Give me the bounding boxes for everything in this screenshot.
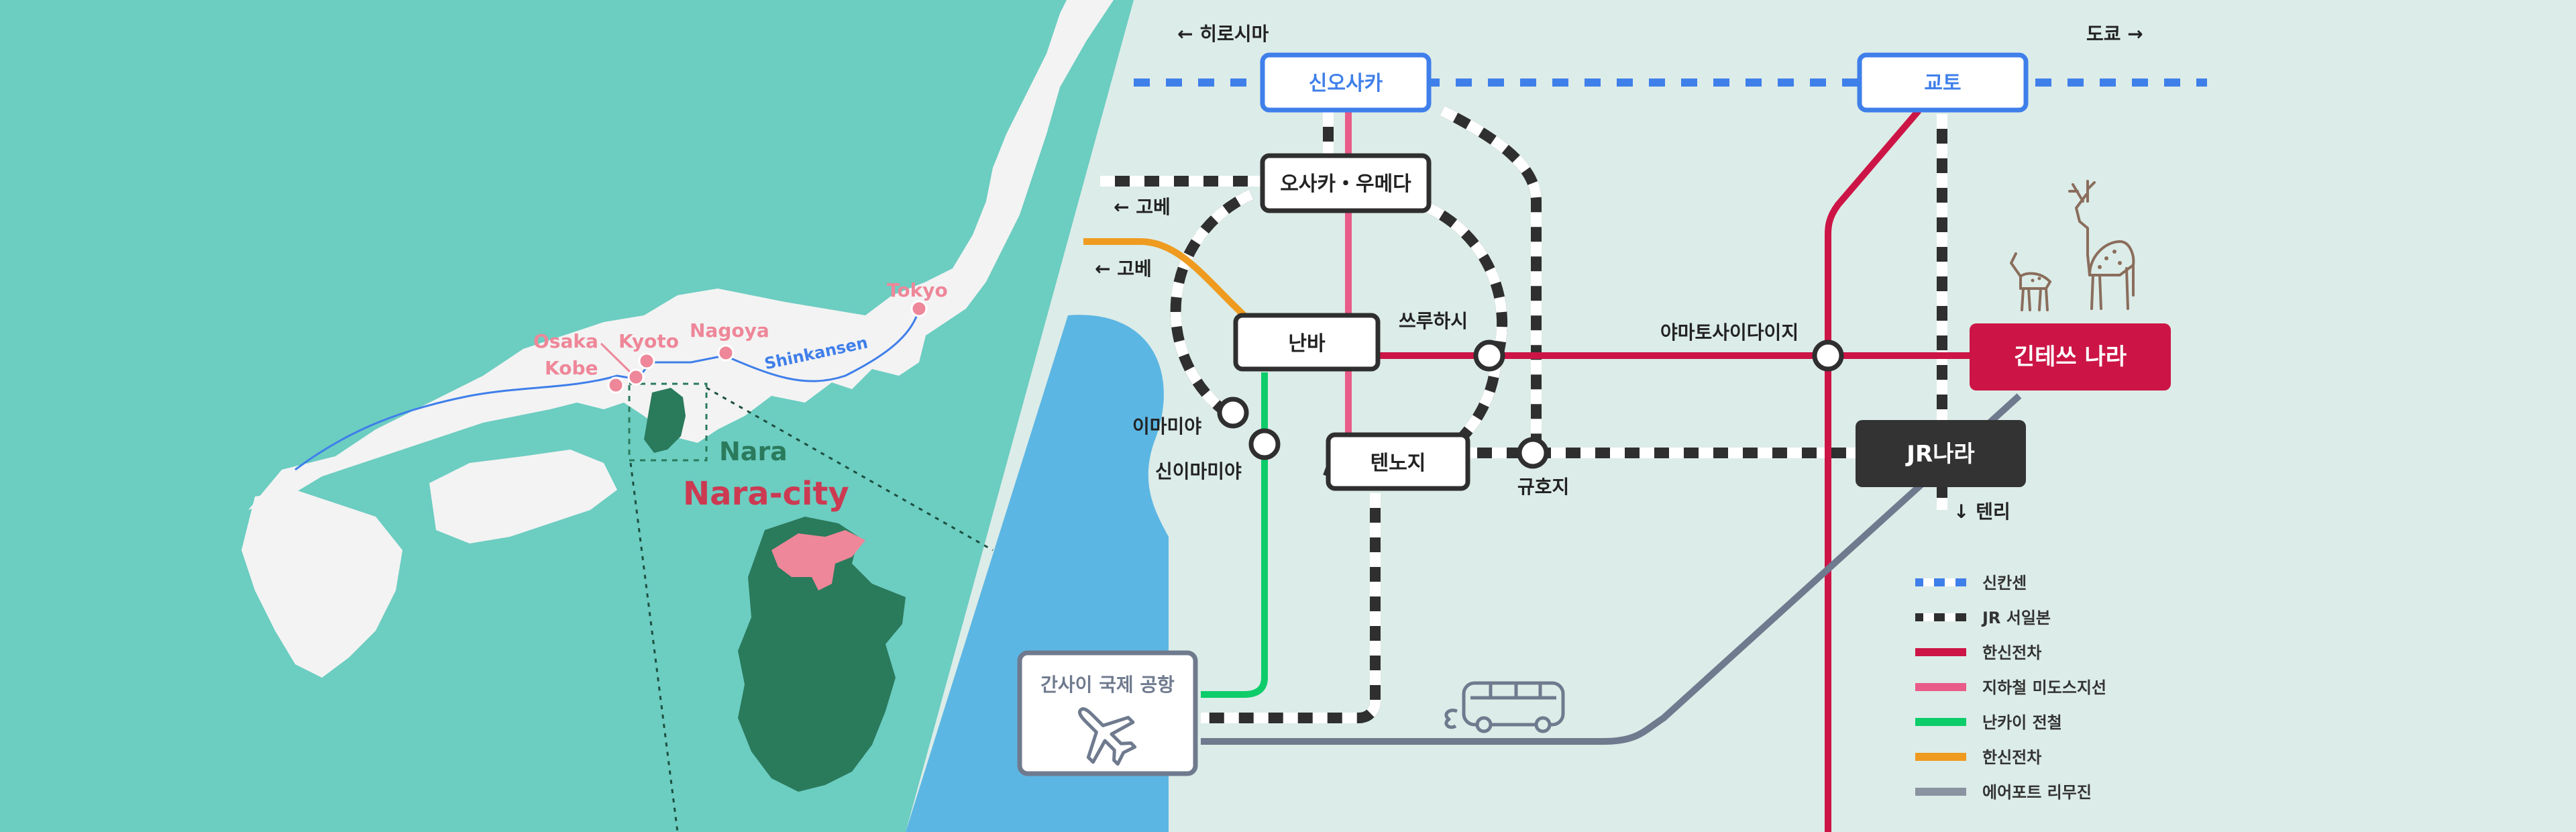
shikoku-landmass	[429, 450, 617, 543]
line-nankai	[1201, 372, 1268, 698]
legend-item: 에어포트 리무진	[1915, 783, 2092, 802]
airplane-icon	[1078, 707, 1137, 766]
city-label-tokyo: Tokyo	[887, 279, 948, 301]
city-label-kobe: Kobe	[545, 357, 598, 379]
label-yamato-saidaiji: 야마토사이다이지	[1660, 321, 1799, 344]
label-tsuruhashi: 쓰루하시	[1399, 310, 1468, 332]
station-boxes	[1017, 52, 2171, 776]
prefecture-label: Nara	[719, 437, 788, 466]
station-airport: 간사이 국제 공항	[1040, 674, 1175, 696]
callout-line-bottom	[629, 462, 679, 832]
line-airport-limousine	[1201, 393, 2022, 745]
station-namba-box	[1233, 313, 1381, 372]
station-shin-osaka-box	[1260, 52, 1432, 113]
direction-tokyo: 도쿄 →	[2086, 23, 2143, 45]
station-osaka-umeda-box	[1260, 153, 1432, 213]
legend-label: 한신전차	[1982, 643, 2041, 662]
city-dot-osaka	[627, 368, 645, 386]
station-kintetsu-nara: 긴테쓰 나라	[2014, 344, 2127, 370]
legend-label: 지하철 미도스지선	[1982, 678, 2106, 697]
city-label-kyoto: Kyoto	[619, 330, 679, 352]
station-airport-box	[1017, 650, 1198, 776]
city-label-nara: Nara-city	[683, 475, 849, 513]
legend-item: 한신전차	[1915, 643, 2041, 662]
node-yamato-saidaiji	[1812, 340, 1844, 372]
kyushu-landmass	[241, 490, 402, 678]
city-dots	[600, 300, 928, 394]
legend-item: 난카이 전철	[1915, 713, 2062, 732]
city-dot-tokyo	[910, 300, 928, 317]
city-dot-kobe	[607, 376, 625, 394]
node-imamiya	[1217, 397, 1249, 429]
overview-map: Osaka Kobe Kyoto Nagoya Tokyo Shinkansen…	[0, 0, 1134, 832]
label-imamiya: 이마미야	[1132, 415, 1201, 437]
legend-item: 지하철 미도스지선	[1915, 678, 2106, 697]
city-label-nagoya: Nagoya	[690, 319, 769, 342]
direction-kobe-2: ← 고베	[1095, 258, 1152, 280]
station-tennoji: 텐노지	[1371, 452, 1426, 475]
station-shin-osaka: 신오사카	[1309, 72, 1383, 95]
station-kyoto: 교토	[1924, 72, 1961, 95]
overview-shinkansen-line	[294, 308, 920, 471]
station-namba: 난바	[1288, 332, 1326, 356]
transfer-nodes	[1217, 340, 1844, 469]
label-kyuhoji: 규호지	[1517, 476, 1569, 498]
direction-hiroshima: ← 히로시마	[1177, 23, 1269, 45]
direction-tenri: ↓ 텐리	[1953, 501, 2010, 523]
node-tsuruhashi	[1473, 340, 1505, 372]
legend-item: 한신전차	[1915, 748, 2041, 767]
node-shin-imamiya	[1248, 428, 1281, 460]
line-hanshin-orange	[1083, 238, 1250, 321]
legend-label: 에어포트 리무진	[1982, 783, 2092, 802]
legend-item: 신칸센	[1915, 574, 2027, 592]
legend-item: JR 서일본	[1915, 609, 2051, 627]
station-kintetsu-nara-box	[1970, 323, 2171, 391]
node-kyuhoji	[1517, 437, 1549, 469]
deer-icon	[2010, 180, 2135, 311]
station-tennoji-box	[1326, 432, 1470, 491]
station-osaka-umeda: 오사카・우메다	[1280, 172, 1411, 196]
legend-label: 난카이 전철	[1982, 713, 2062, 732]
bus-icon	[1444, 681, 1565, 733]
station-jr-nara-box	[1856, 420, 2026, 487]
station-jr-nara: JR나라	[1905, 441, 1974, 468]
station-kyoto-box	[1857, 52, 2029, 113]
legend-label: 한신전차	[1982, 748, 2041, 767]
callout-line-top	[706, 386, 994, 552]
nara-small-shape	[644, 388, 686, 453]
city-label-osaka: Osaka	[533, 330, 598, 352]
direction-kobe-1: ← 고베	[1114, 196, 1171, 218]
nara-prefecture-large	[738, 517, 906, 792]
city-dot-kyoto	[638, 352, 655, 370]
nara-focus-box	[628, 382, 708, 462]
city-dot-nagoya	[717, 344, 735, 362]
nara-city-area	[771, 530, 865, 590]
legend-label: 신칸센	[1982, 574, 2027, 592]
legend-label: JR 서일본	[1981, 609, 2051, 627]
label-shin-imamiya: 신이마미야	[1155, 460, 1242, 482]
